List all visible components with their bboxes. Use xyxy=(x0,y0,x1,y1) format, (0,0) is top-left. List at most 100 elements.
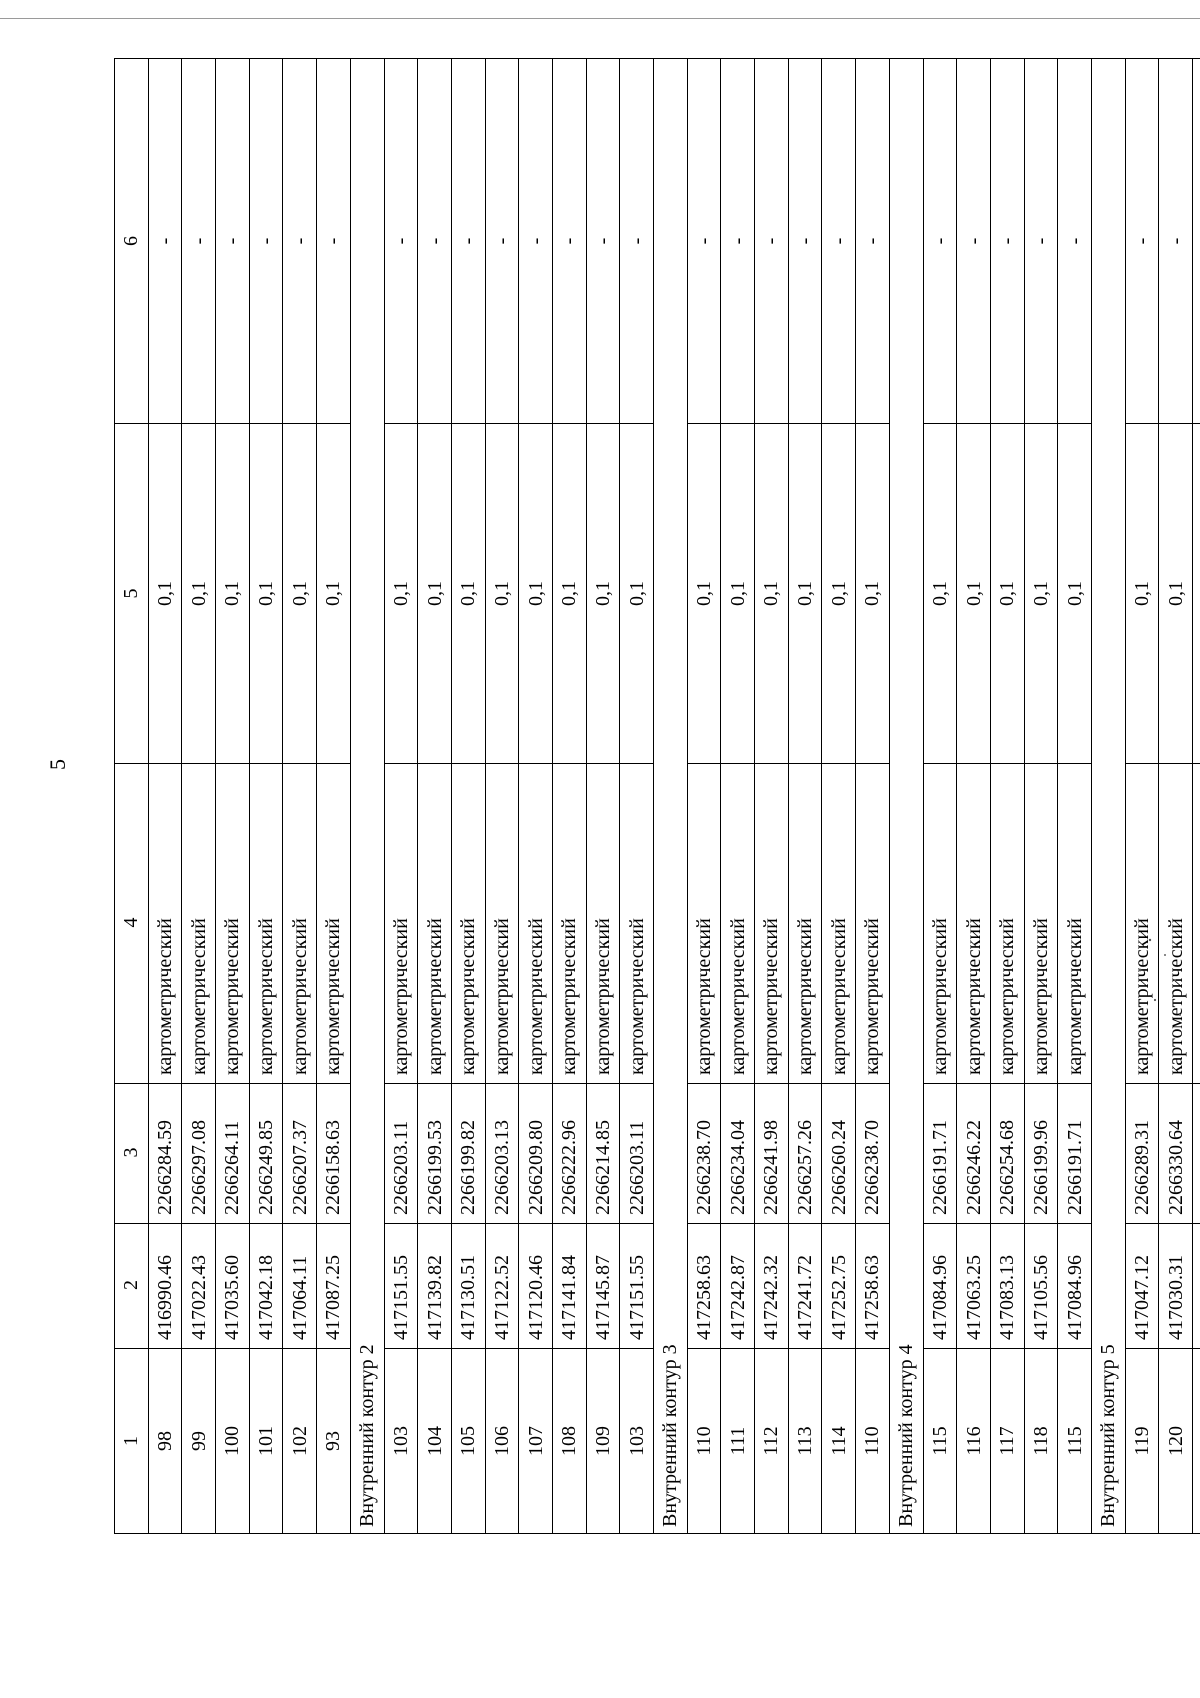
header-cell-note: 6 xyxy=(114,58,149,424)
cell-x-coordinate: 417084.96 xyxy=(923,1223,957,1349)
cell-x-coordinate: 417030.31 xyxy=(1158,1223,1193,1349)
cell-y-coordinate: 2266203.13 xyxy=(485,1083,519,1224)
cell-y-coordinate: 2266158.63 xyxy=(316,1083,351,1224)
cell-accuracy: 0,1 xyxy=(990,423,1025,764)
cell-y-coordinate: 2266241.98 xyxy=(754,1083,789,1224)
cell-point-number: 113 xyxy=(788,1348,822,1534)
cell-x-coordinate: 417120.46 xyxy=(518,1223,553,1349)
cell-accuracy: 0,1 xyxy=(384,423,418,764)
cell-accuracy: 0,1 xyxy=(1158,423,1193,764)
cell-y-coordinate: 2266191.71 xyxy=(1057,1083,1092,1224)
cell-accuracy: 0,1 xyxy=(1024,423,1058,764)
cell-method: картометрический xyxy=(619,763,654,1084)
cell-point-number: 115 xyxy=(1057,1348,1092,1534)
cell-point-number: 98 xyxy=(148,1348,182,1534)
cell-method: картометрический xyxy=(181,763,216,1084)
cell-accuracy: 0,1 xyxy=(788,423,822,764)
cell-y-coordinate: 2266238.70 xyxy=(687,1083,721,1224)
cell-y-coordinate: 2266260.24 xyxy=(821,1083,856,1224)
cell-y-coordinate: 2266257.26 xyxy=(788,1083,822,1224)
cell-method: картометрический xyxy=(249,763,283,1084)
cell-accuracy: 0,1 xyxy=(417,423,452,764)
cell-point-number: 121 xyxy=(1192,1348,1200,1534)
cell-x-coordinate: 417064.11 xyxy=(282,1223,317,1349)
section-row: Внутренний контур 2 xyxy=(350,58,384,1534)
cell-method: картометрический xyxy=(687,763,721,1084)
cell-note: - xyxy=(586,58,620,424)
cell-accuracy: 0,1 xyxy=(148,423,182,764)
section-title: Внутренний контур 2 xyxy=(350,58,384,1534)
cell-note: - xyxy=(1057,58,1092,424)
cell-y-coordinate: 2266199.82 xyxy=(451,1083,486,1224)
cell-y-coordinate: 2266254.68 xyxy=(990,1083,1025,1224)
cell-note: - xyxy=(788,58,822,424)
header-cell-method: 4 xyxy=(114,763,149,1084)
cell-accuracy: 0,1 xyxy=(956,423,991,764)
cell-note: - xyxy=(720,58,755,424)
cell-y-coordinate: 2266209.80 xyxy=(518,1083,553,1224)
cell-accuracy: 0,1 xyxy=(1057,423,1092,764)
section-row: Внутренний контур 5 xyxy=(1091,58,1126,1534)
cell-accuracy: 0,1 xyxy=(855,423,890,764)
cell-accuracy: 0,1 xyxy=(316,423,351,764)
cell-point-number: 93 xyxy=(316,1348,351,1534)
cell-note: - xyxy=(552,58,587,424)
cell-method: картометрический xyxy=(148,763,182,1084)
cell-note: - xyxy=(1024,58,1058,424)
cell-method: картометрический xyxy=(282,763,317,1084)
cell-accuracy: 0,1 xyxy=(451,423,486,764)
cell-point-number: 103 xyxy=(619,1348,654,1534)
cell-x-coordinate: 417105.56 xyxy=(1024,1223,1058,1349)
cell-x-coordinate: 417258.63 xyxy=(687,1223,721,1349)
cell-note: - xyxy=(282,58,317,424)
cell-y-coordinate: 2266203.11 xyxy=(619,1083,654,1224)
header-cell-y-coordinate: 3 xyxy=(114,1083,149,1224)
cell-accuracy: 0,1 xyxy=(586,423,620,764)
cell-note: - xyxy=(923,58,957,424)
section-title: Внутренний контур 5 xyxy=(1091,58,1126,1534)
cell-note: - xyxy=(249,58,283,424)
cell-accuracy: 0,1 xyxy=(215,423,250,764)
cell-point-number: 103 xyxy=(384,1348,418,1534)
cell-note: - xyxy=(619,58,654,424)
cell-point-number: 110 xyxy=(687,1348,721,1534)
cell-point-number: 108 xyxy=(552,1348,587,1534)
cell-point-number: 109 xyxy=(586,1348,620,1534)
table-row: 121417045.242266336.41картометрический0,… xyxy=(1192,58,1200,1534)
cell-accuracy: 0,1 xyxy=(518,423,553,764)
scan-specks xyxy=(1138,938,1181,1032)
section-row: Внутренний контур 3 xyxy=(653,58,688,1534)
cell-point-number: 99 xyxy=(181,1348,216,1534)
cell-x-coordinate: 417258.63 xyxy=(855,1223,890,1349)
cell-x-coordinate: 417141.84 xyxy=(552,1223,587,1349)
cell-accuracy: 0,1 xyxy=(552,423,587,764)
cell-note: - xyxy=(1158,58,1193,424)
cell-note: - xyxy=(1125,58,1159,424)
cell-x-coordinate: 417151.55 xyxy=(384,1223,418,1349)
cell-method: картометрический xyxy=(518,763,553,1084)
cell-note: - xyxy=(990,58,1025,424)
cell-accuracy: 0,1 xyxy=(1125,423,1159,764)
cell-y-coordinate: 2266330.64 xyxy=(1158,1083,1193,1224)
cell-point-number: 104 xyxy=(417,1348,452,1534)
cell-accuracy: 0,1 xyxy=(485,423,519,764)
